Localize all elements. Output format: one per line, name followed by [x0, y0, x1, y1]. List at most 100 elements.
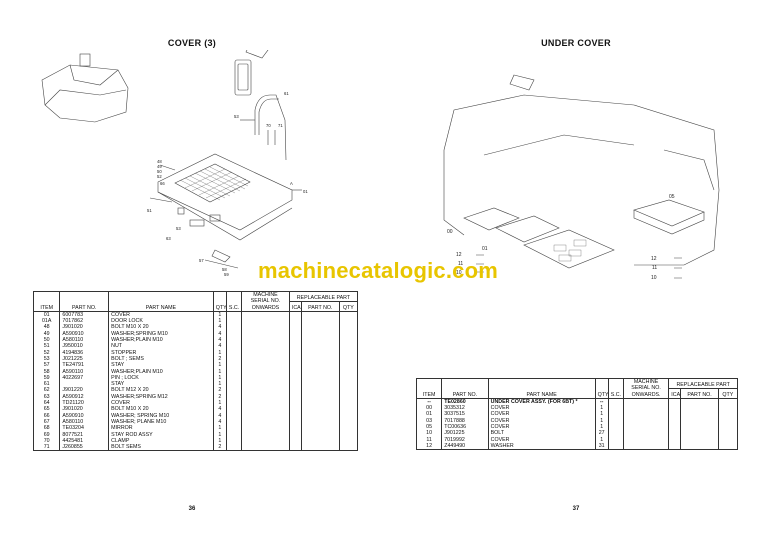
- replaceable-qty-cell: [338, 406, 359, 413]
- item-cell: 62: [32, 387, 61, 394]
- item-cell: 53: [32, 355, 61, 363]
- svg-text:10: 10: [651, 275, 657, 281]
- part-name-cell: WASHER: [487, 442, 596, 451]
- svg-text:70: 70: [266, 123, 271, 128]
- svg-text:63: 63: [166, 236, 171, 241]
- sc-cell: [225, 418, 243, 426]
- header-ica: ICA: [668, 387, 682, 399]
- ica-cell: [288, 318, 303, 325]
- svg-text:58: 58: [222, 267, 227, 272]
- header-part-no: PART NO.: [59, 291, 110, 312]
- replaceable-part-no-cell: [301, 311, 340, 319]
- part-number-cell: 7017888: [441, 417, 489, 425]
- svg-text:59: 59: [224, 272, 229, 277]
- page-number: 37: [572, 506, 580, 512]
- item-cell: 57: [32, 362, 61, 369]
- replaceable-qty-cell: [338, 444, 359, 452]
- svg-text:01: 01: [482, 246, 488, 252]
- qty-cell: 1: [594, 417, 609, 425]
- item-cell: 71: [32, 444, 61, 452]
- header-replaceable-part-no: PART NO.: [680, 387, 719, 399]
- ica-cell: [288, 311, 303, 319]
- item-cell: 69: [32, 431, 61, 438]
- sc-cell: [225, 362, 243, 369]
- sc-cell: [225, 444, 243, 452]
- item-cell: 61: [32, 381, 61, 388]
- part-number-cell: J260855: [59, 444, 110, 452]
- sc-cell: [225, 437, 243, 445]
- header-item: ITEM: [415, 378, 443, 399]
- replaceable-qty-cell: [717, 411, 739, 418]
- serial-cell: [241, 444, 290, 452]
- header-qty: QTY: [212, 291, 227, 312]
- item-cell: 68: [32, 425, 61, 432]
- item-cell: 67: [32, 418, 61, 426]
- replaceable-qty-cell: [717, 424, 739, 431]
- replaceable-part-no-cell: [680, 442, 719, 451]
- replaceable-qty-cell: [338, 418, 359, 426]
- qty-cell: 1: [594, 411, 609, 418]
- ica-cell: [288, 393, 303, 401]
- svg-text:01: 01: [303, 189, 308, 194]
- item-cell: 64: [32, 400, 61, 407]
- sc-cell: [225, 318, 243, 325]
- header-part-name: PART NAME: [108, 291, 214, 312]
- sc-cell: [225, 393, 243, 401]
- item-cell: 58: [32, 368, 61, 375]
- sc-cell: [225, 374, 243, 382]
- sc-cell: [225, 349, 243, 356]
- item-cell: 48: [32, 324, 61, 331]
- svg-text:10: 10: [456, 270, 462, 276]
- ica-cell: [288, 412, 303, 419]
- item-cell: 01: [32, 311, 61, 319]
- header-ica: ICA: [288, 300, 303, 312]
- svg-text:A: A: [290, 181, 293, 186]
- qty-cell: 27: [594, 430, 609, 437]
- svg-text:11: 11: [652, 265, 657, 271]
- sc-cell: [225, 337, 243, 344]
- part-number-cell: Z449490: [441, 442, 489, 451]
- svg-text:00: 00: [447, 229, 453, 235]
- part-number-cell: 3035312: [441, 405, 489, 412]
- replaceable-qty-cell: [717, 436, 739, 443]
- replaceable-qty-cell: [717, 417, 739, 425]
- ica-cell: [288, 343, 303, 350]
- part-number-cell: 6007783: [59, 311, 110, 319]
- watermark-text: machinecatalogic.com: [258, 258, 498, 283]
- svg-text:12: 12: [651, 256, 657, 262]
- replaceable-qty-cell: [717, 405, 739, 412]
- ica-cell: [288, 324, 303, 331]
- part-number-cell: TE02860: [441, 398, 489, 406]
- exploded-parts-drawing: 61 70 71 53 48 49 50 52 A 01 66 51 53 63…: [41, 50, 308, 277]
- replaceable-qty-cell: [338, 324, 359, 331]
- item-cell: 52: [32, 349, 61, 356]
- replaceable-qty-cell: [338, 330, 359, 338]
- replaceable-qty-cell: [338, 387, 359, 394]
- serial-cell: [622, 442, 670, 451]
- qty-cell: 1: [594, 436, 609, 443]
- sc-cell: [225, 387, 243, 394]
- header-sc: S.C.: [225, 291, 243, 312]
- ica-cell: [288, 355, 303, 363]
- serial-cell: [241, 311, 290, 319]
- svg-text:12: 12: [456, 252, 462, 258]
- replaceable-qty-cell: [338, 374, 359, 382]
- sc-cell: [225, 406, 243, 413]
- svg-text:49: 49: [157, 164, 162, 169]
- header-item: ITEM: [32, 291, 61, 312]
- header-replaceable-part-no: PART NO.: [301, 300, 340, 312]
- qty-cell: 1: [594, 424, 609, 431]
- header-part-no: PART NO.: [441, 378, 489, 399]
- header-part-name: PART NAME: [487, 378, 596, 399]
